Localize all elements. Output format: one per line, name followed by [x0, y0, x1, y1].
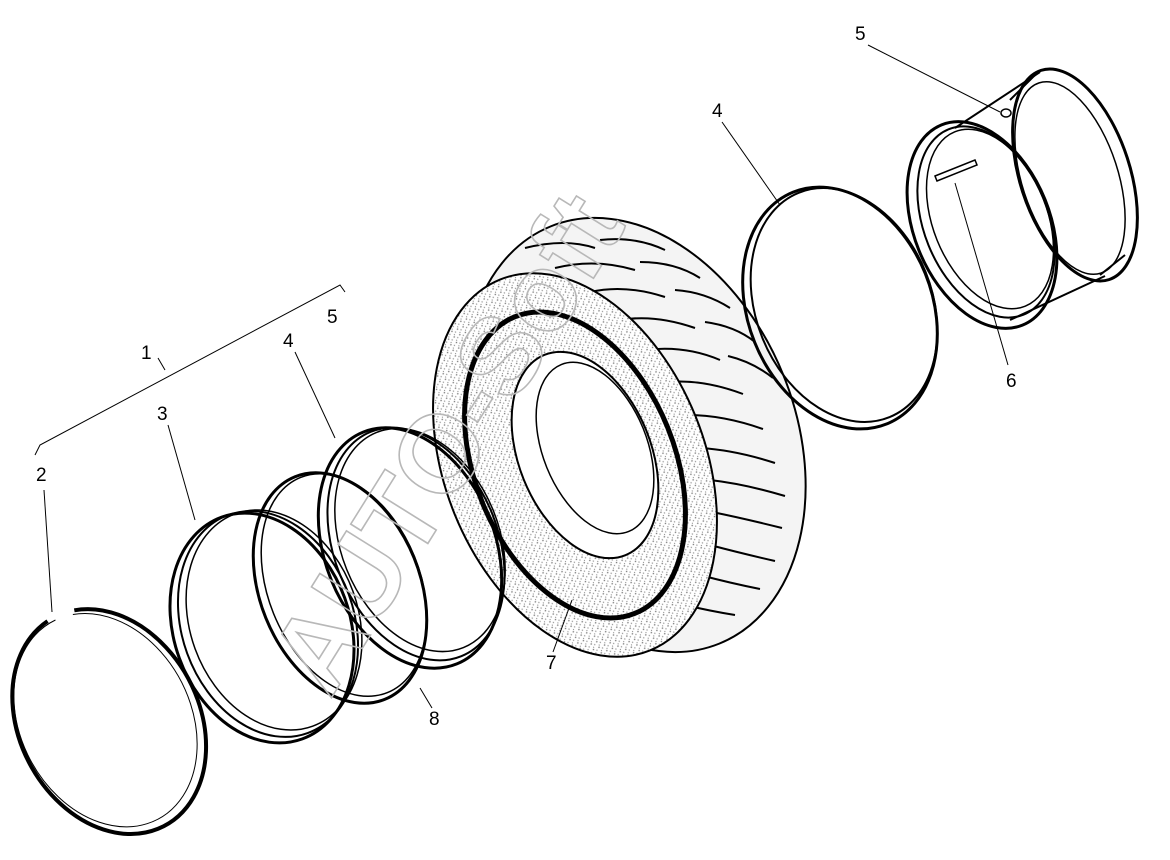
leader-lines [34, 44, 1009, 709]
retaining-ring-body [10, 607, 209, 836]
tire-inner-opening [510, 350, 660, 560]
rim [905, 67, 1139, 330]
retaining-ring [10, 607, 209, 836]
callout-2-retaining-ring: 2 [36, 465, 47, 486]
callout-4-bead-seat-ring-right: 4 [712, 101, 723, 122]
callout-8-o-ring: 8 [429, 709, 440, 730]
rim-back-flange [1011, 67, 1139, 283]
callout-7-tire: 7 [546, 653, 557, 674]
flange-ring [168, 509, 363, 745]
callout-6-key: 6 [1006, 371, 1017, 392]
o-ring [251, 471, 429, 705]
callout-3-flange-ring: 3 [157, 404, 168, 425]
key [934, 159, 978, 182]
rim-barrel-top [954, 71, 1041, 129]
bead-seat-ring-right [741, 185, 939, 431]
callout-4-bead-seat-ring-left: 4 [283, 331, 294, 352]
callout-5-rim: 5 [855, 24, 866, 45]
tire-inner-rim-line [535, 361, 655, 535]
rim-valve-hole [1000, 108, 1012, 118]
assembly-bracket [34, 284, 346, 456]
tire [432, 216, 807, 658]
callout-1-assembly: 1 [141, 343, 152, 364]
rim-front-flange [905, 120, 1059, 330]
callout-5-group-left: 5 [327, 307, 338, 328]
bead-seat-ring-left [316, 426, 506, 670]
